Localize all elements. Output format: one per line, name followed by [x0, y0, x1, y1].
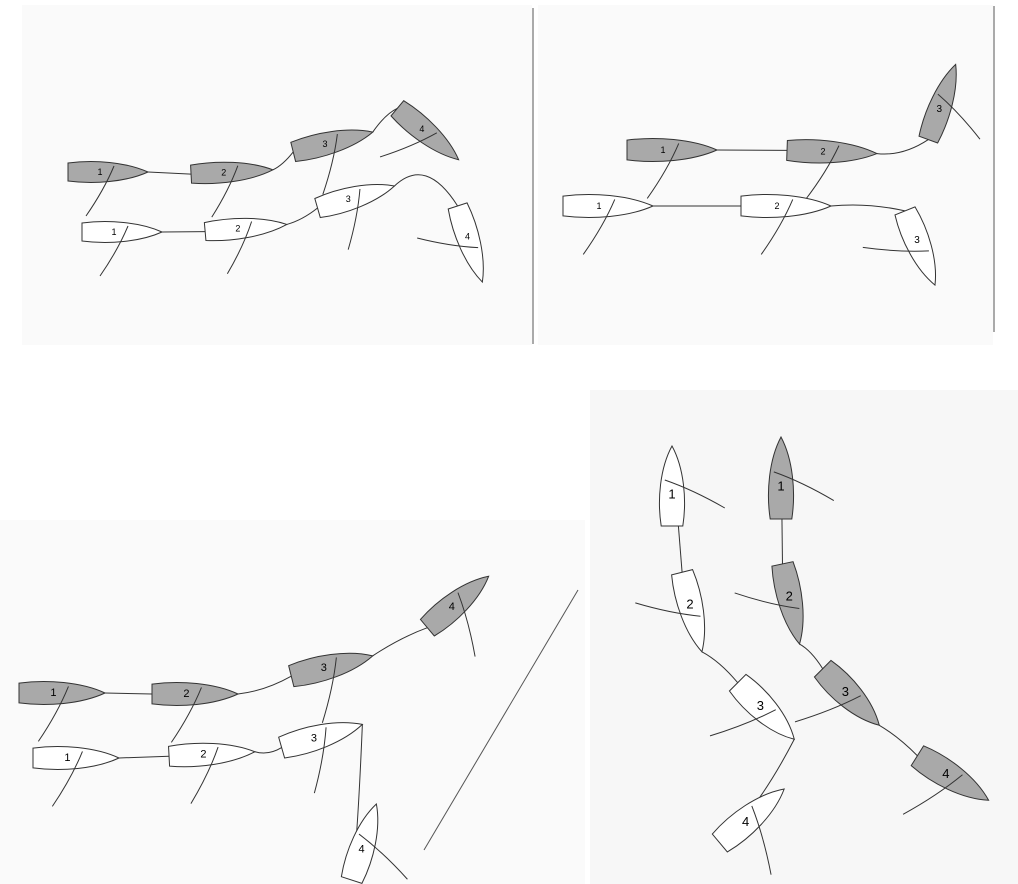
- boat-number-label: 3: [936, 104, 942, 115]
- boat-number-label: 4: [449, 601, 455, 613]
- boat-number-label: 1: [660, 145, 665, 155]
- boat-number-label: 4: [358, 844, 364, 856]
- boat-number-label: 3: [914, 235, 920, 246]
- boat-number-label: 3: [311, 732, 317, 744]
- boat-number-label: 3: [321, 662, 327, 674]
- boat-number-label: 1: [50, 687, 56, 699]
- boat-number-label: 3: [757, 698, 764, 713]
- boat-number-label: 1: [111, 227, 116, 237]
- boat-number-label: 1: [777, 479, 784, 494]
- boat-number-label: 2: [820, 147, 825, 157]
- boat-number-label: 4: [419, 124, 424, 134]
- boat-number-label: 2: [686, 597, 693, 612]
- boat-number-label: 2: [200, 748, 206, 760]
- panel-4-background: [590, 390, 1018, 884]
- boat-number-label: 2: [786, 588, 793, 603]
- boat-number-label: 1: [97, 167, 102, 177]
- boat-number-label: 4: [942, 766, 949, 781]
- boat-number-label: 3: [323, 139, 328, 149]
- boat-number-label: 2: [235, 224, 240, 234]
- boat-number-label: 1: [64, 752, 70, 764]
- boat-number-label: 4: [742, 814, 749, 829]
- boat-number-label: 2: [183, 688, 189, 700]
- boat-number-label: 2: [221, 167, 226, 177]
- boat-number-label: 3: [842, 684, 849, 699]
- boat-number-label: 4: [465, 231, 470, 241]
- boat-number-label: 1: [596, 201, 601, 211]
- panel-3-background: [0, 520, 585, 884]
- boat-number-label: 3: [346, 194, 351, 204]
- boat-number-label: 1: [668, 487, 675, 502]
- boat-number-label: 2: [774, 201, 779, 211]
- panel-2-background: [538, 5, 993, 345]
